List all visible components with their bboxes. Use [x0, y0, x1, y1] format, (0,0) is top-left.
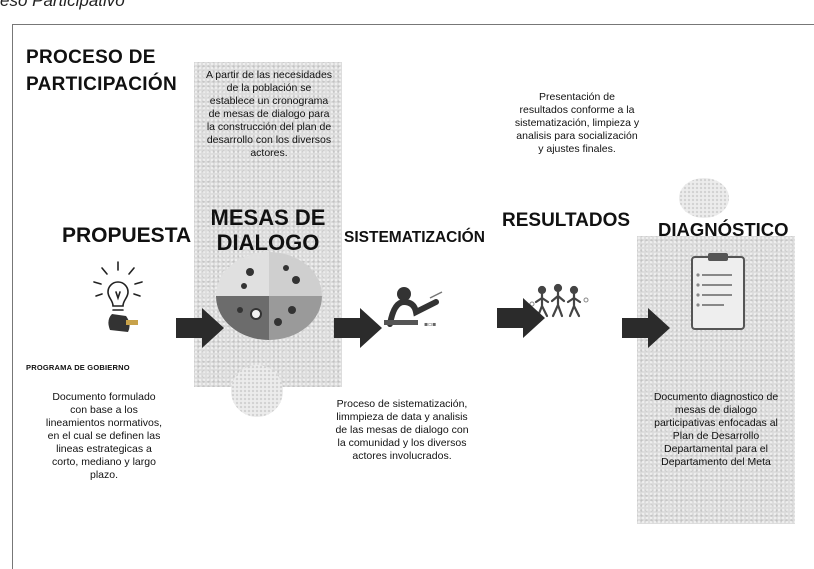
arrow-right-icon: [622, 308, 670, 348]
clipboard-icon: [691, 253, 745, 330]
lightbulb-icon: [93, 261, 143, 332]
programa-gobierno-label: PROGRAMA DE GOBIERNO: [26, 363, 130, 372]
diagram-frame: [12, 24, 814, 569]
people-walking-icon: [529, 283, 589, 318]
decorative-circle: [679, 178, 729, 218]
pie-chart-icon: [216, 252, 322, 340]
diagram-title: PROCESO DE PARTICIPACIÓN: [26, 44, 177, 98]
svg-text:▪▫▪: ▪▫▪: [424, 321, 436, 328]
stage-resultados-label: RESULTADOS: [502, 210, 631, 231]
arrow-right-icon: [334, 308, 382, 348]
stage-propuesta-label: PROPUESTA: [62, 224, 192, 247]
presenter-icon: ▪▫▪: [384, 287, 443, 328]
mesas-description: A partir de las necesidades de la poblac…: [205, 69, 333, 159]
arrow-right-icon: [176, 308, 224, 348]
diagnostico-description: Documento diagnostico de mesas de dialog…: [653, 391, 779, 468]
clipped-page-heading: eso Participativo: [0, 0, 125, 10]
arrow-right-icon: [497, 298, 545, 338]
title-line-1: PROCESO DE: [26, 47, 156, 68]
stage-mesas-label: MESAS DE DIALOGO: [210, 205, 326, 255]
sistematizacion-description: Proceso de sistematización, limmpieza de…: [335, 398, 469, 462]
title-line-2: PARTICIPACIÓN: [26, 74, 177, 95]
stage-sistematizacion-label: SISTEMATIZACIÓN: [344, 229, 485, 246]
propuesta-description: Documento formulado con base a los linea…: [45, 391, 163, 481]
stage-diagnostico-label: DIAGNÓSTICO: [658, 219, 789, 240]
diagnostico-panel: [637, 236, 795, 524]
decorative-circle: [231, 365, 283, 417]
resultados-description: Presentación de resultados conforme a la…: [514, 91, 640, 155]
